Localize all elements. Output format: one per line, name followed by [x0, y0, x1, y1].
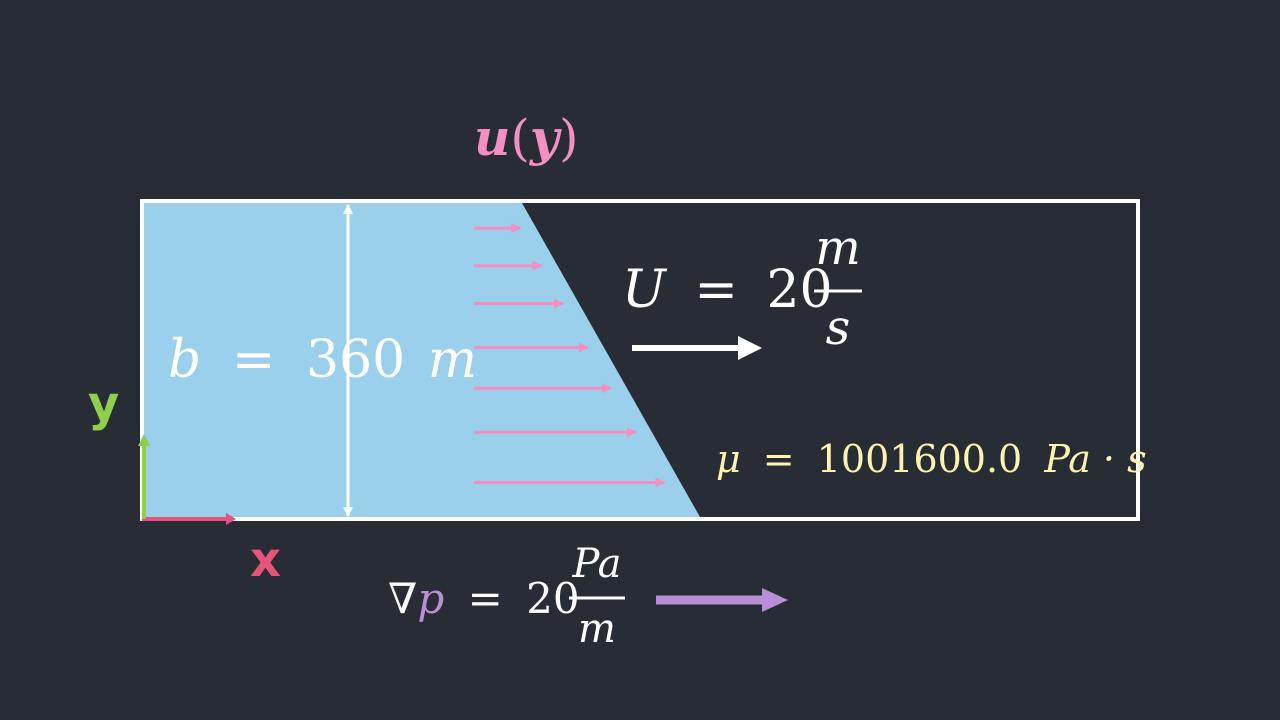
- height-label: b = 360 m: [168, 330, 477, 390]
- profile-func: u: [474, 108, 510, 167]
- y-axis-arrow-icon: [138, 434, 150, 446]
- viscosity-symbol: μ: [716, 437, 741, 481]
- profile-var: y: [529, 108, 562, 167]
- viscosity-label: μ = 1001600.0 Pa · s: [716, 437, 1147, 481]
- height-symbol: b: [168, 330, 201, 390]
- fluid-region: [144, 203, 700, 517]
- profile-open: (: [510, 109, 530, 167]
- pressure-gradient-arrow-icon: [762, 588, 788, 612]
- viscosity-unit: Pa · s: [1043, 437, 1146, 481]
- profile-close: ): [559, 109, 579, 167]
- velocity-symbol: U: [622, 260, 668, 320]
- y-axis-label: y: [88, 376, 119, 432]
- pressure-symbol: p: [417, 574, 444, 623]
- height-eq: =: [232, 330, 276, 390]
- velocity-label: U = 20: [622, 260, 833, 320]
- pressure-label: ∇p = 20: [388, 574, 580, 623]
- viscosity-eq: =: [763, 437, 795, 481]
- profile-title: u(y): [474, 108, 578, 167]
- plate-velocity-arrow-icon: [738, 336, 762, 360]
- pressure-unit-denominator: m: [578, 606, 616, 652]
- velocity-unit-numerator: m: [815, 220, 861, 276]
- pressure-eq: =: [468, 574, 503, 623]
- height-value: 360: [306, 330, 405, 390]
- velocity-profile-arrows: [474, 223, 666, 488]
- pressure-unit-numerator: Pa: [572, 541, 622, 587]
- height-unit: m: [428, 330, 477, 390]
- channel-border: [140, 199, 1140, 521]
- velocity-unit-denominator: s: [826, 300, 851, 356]
- viscosity-value: 1001600.0: [817, 437, 1023, 481]
- pressure-nabla: ∇: [388, 574, 417, 623]
- velocity-eq: =: [694, 260, 738, 320]
- x-axis-label: x: [250, 532, 281, 588]
- x-axis-arrow-icon: [226, 513, 236, 525]
